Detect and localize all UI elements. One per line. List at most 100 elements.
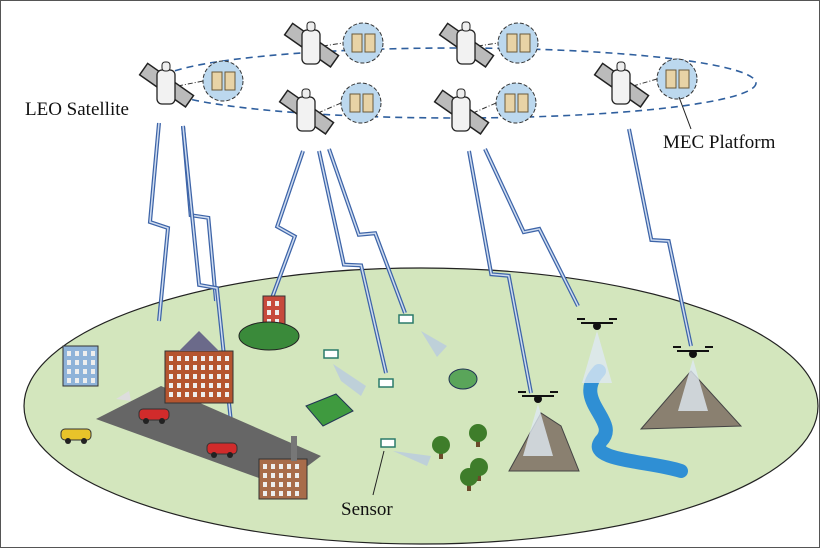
wireless-link — [483, 148, 580, 307]
sensor-icon — [380, 438, 396, 448]
window — [279, 464, 283, 469]
mec-bubble — [656, 58, 698, 100]
server-icon — [224, 71, 236, 91]
window — [271, 482, 275, 487]
sensor-body — [380, 438, 396, 448]
window — [67, 369, 71, 374]
window — [295, 473, 299, 478]
window — [287, 464, 291, 469]
window — [169, 383, 173, 388]
satellite-body — [301, 29, 321, 65]
satellite-mec-connector — [322, 42, 344, 47]
server-icon — [506, 33, 518, 53]
building-icon — [164, 350, 234, 404]
pond-park — [448, 368, 478, 390]
window — [271, 491, 275, 496]
crown — [469, 424, 487, 442]
server-icon — [364, 33, 376, 53]
window — [201, 383, 205, 388]
window — [201, 356, 205, 361]
window — [91, 360, 95, 365]
window — [185, 374, 189, 379]
window — [209, 383, 213, 388]
wheel — [81, 438, 87, 444]
chimney — [291, 436, 297, 461]
window — [91, 378, 95, 383]
label-sensor: Sensor — [341, 499, 393, 520]
drone-body — [534, 395, 542, 403]
window — [295, 491, 299, 496]
window — [185, 365, 189, 370]
window — [169, 392, 173, 397]
window — [279, 482, 283, 487]
window — [177, 374, 181, 379]
window — [209, 374, 213, 379]
mec-platform — [497, 22, 539, 64]
window — [91, 369, 95, 374]
window — [67, 351, 71, 356]
window — [279, 473, 283, 478]
satellite-icon — [433, 88, 490, 136]
window — [169, 374, 173, 379]
camera-icon — [116, 391, 131, 401]
satellite-icon — [138, 61, 195, 109]
link-inner — [468, 150, 532, 394]
window — [275, 310, 279, 315]
sensor-beam — [421, 331, 447, 357]
window — [225, 392, 229, 397]
window — [263, 473, 267, 478]
window — [193, 383, 197, 388]
server-icon — [517, 93, 529, 113]
mec-platform — [342, 22, 384, 64]
tree-icon — [432, 436, 450, 459]
server-icon — [211, 71, 223, 91]
satellite-antenna — [301, 88, 311, 99]
wireless-link — [147, 122, 171, 322]
roof — [179, 331, 219, 351]
satellite-antenna — [456, 88, 466, 99]
link-inner — [484, 148, 579, 307]
wireless-link — [467, 150, 533, 394]
window — [185, 356, 189, 361]
window — [201, 392, 205, 397]
window — [193, 365, 197, 370]
satellite-antenna — [306, 21, 316, 32]
window — [83, 369, 87, 374]
drone-icon — [673, 346, 713, 358]
server-icon — [504, 93, 516, 113]
window — [201, 365, 205, 370]
window — [275, 301, 279, 306]
wireless-link — [627, 128, 693, 347]
window — [67, 378, 71, 383]
link-outer — [147, 122, 171, 322]
sensor-icon — [398, 314, 414, 324]
window — [267, 310, 271, 315]
window — [177, 392, 181, 397]
sensor-icon — [323, 349, 339, 359]
wheel — [227, 452, 233, 458]
mec-bubble — [497, 22, 539, 64]
server-icon — [349, 93, 361, 113]
satellite-body — [156, 69, 176, 105]
river-icon — [583, 364, 688, 478]
sensor-icon — [378, 378, 394, 388]
crown — [460, 468, 478, 486]
link-inner — [318, 150, 387, 374]
window — [271, 464, 275, 469]
mec-bubble — [495, 82, 537, 124]
wheel — [143, 418, 149, 424]
window — [185, 383, 189, 388]
satellite-icon — [438, 21, 495, 69]
wheel — [65, 438, 71, 444]
wireless-link — [327, 148, 407, 314]
wheel — [159, 418, 165, 424]
farm-field — [305, 393, 354, 427]
drone-beam — [523, 404, 553, 456]
tree-icon — [460, 468, 478, 491]
server-icon — [665, 69, 677, 89]
window — [209, 365, 213, 370]
window — [271, 473, 275, 478]
window — [75, 378, 79, 383]
